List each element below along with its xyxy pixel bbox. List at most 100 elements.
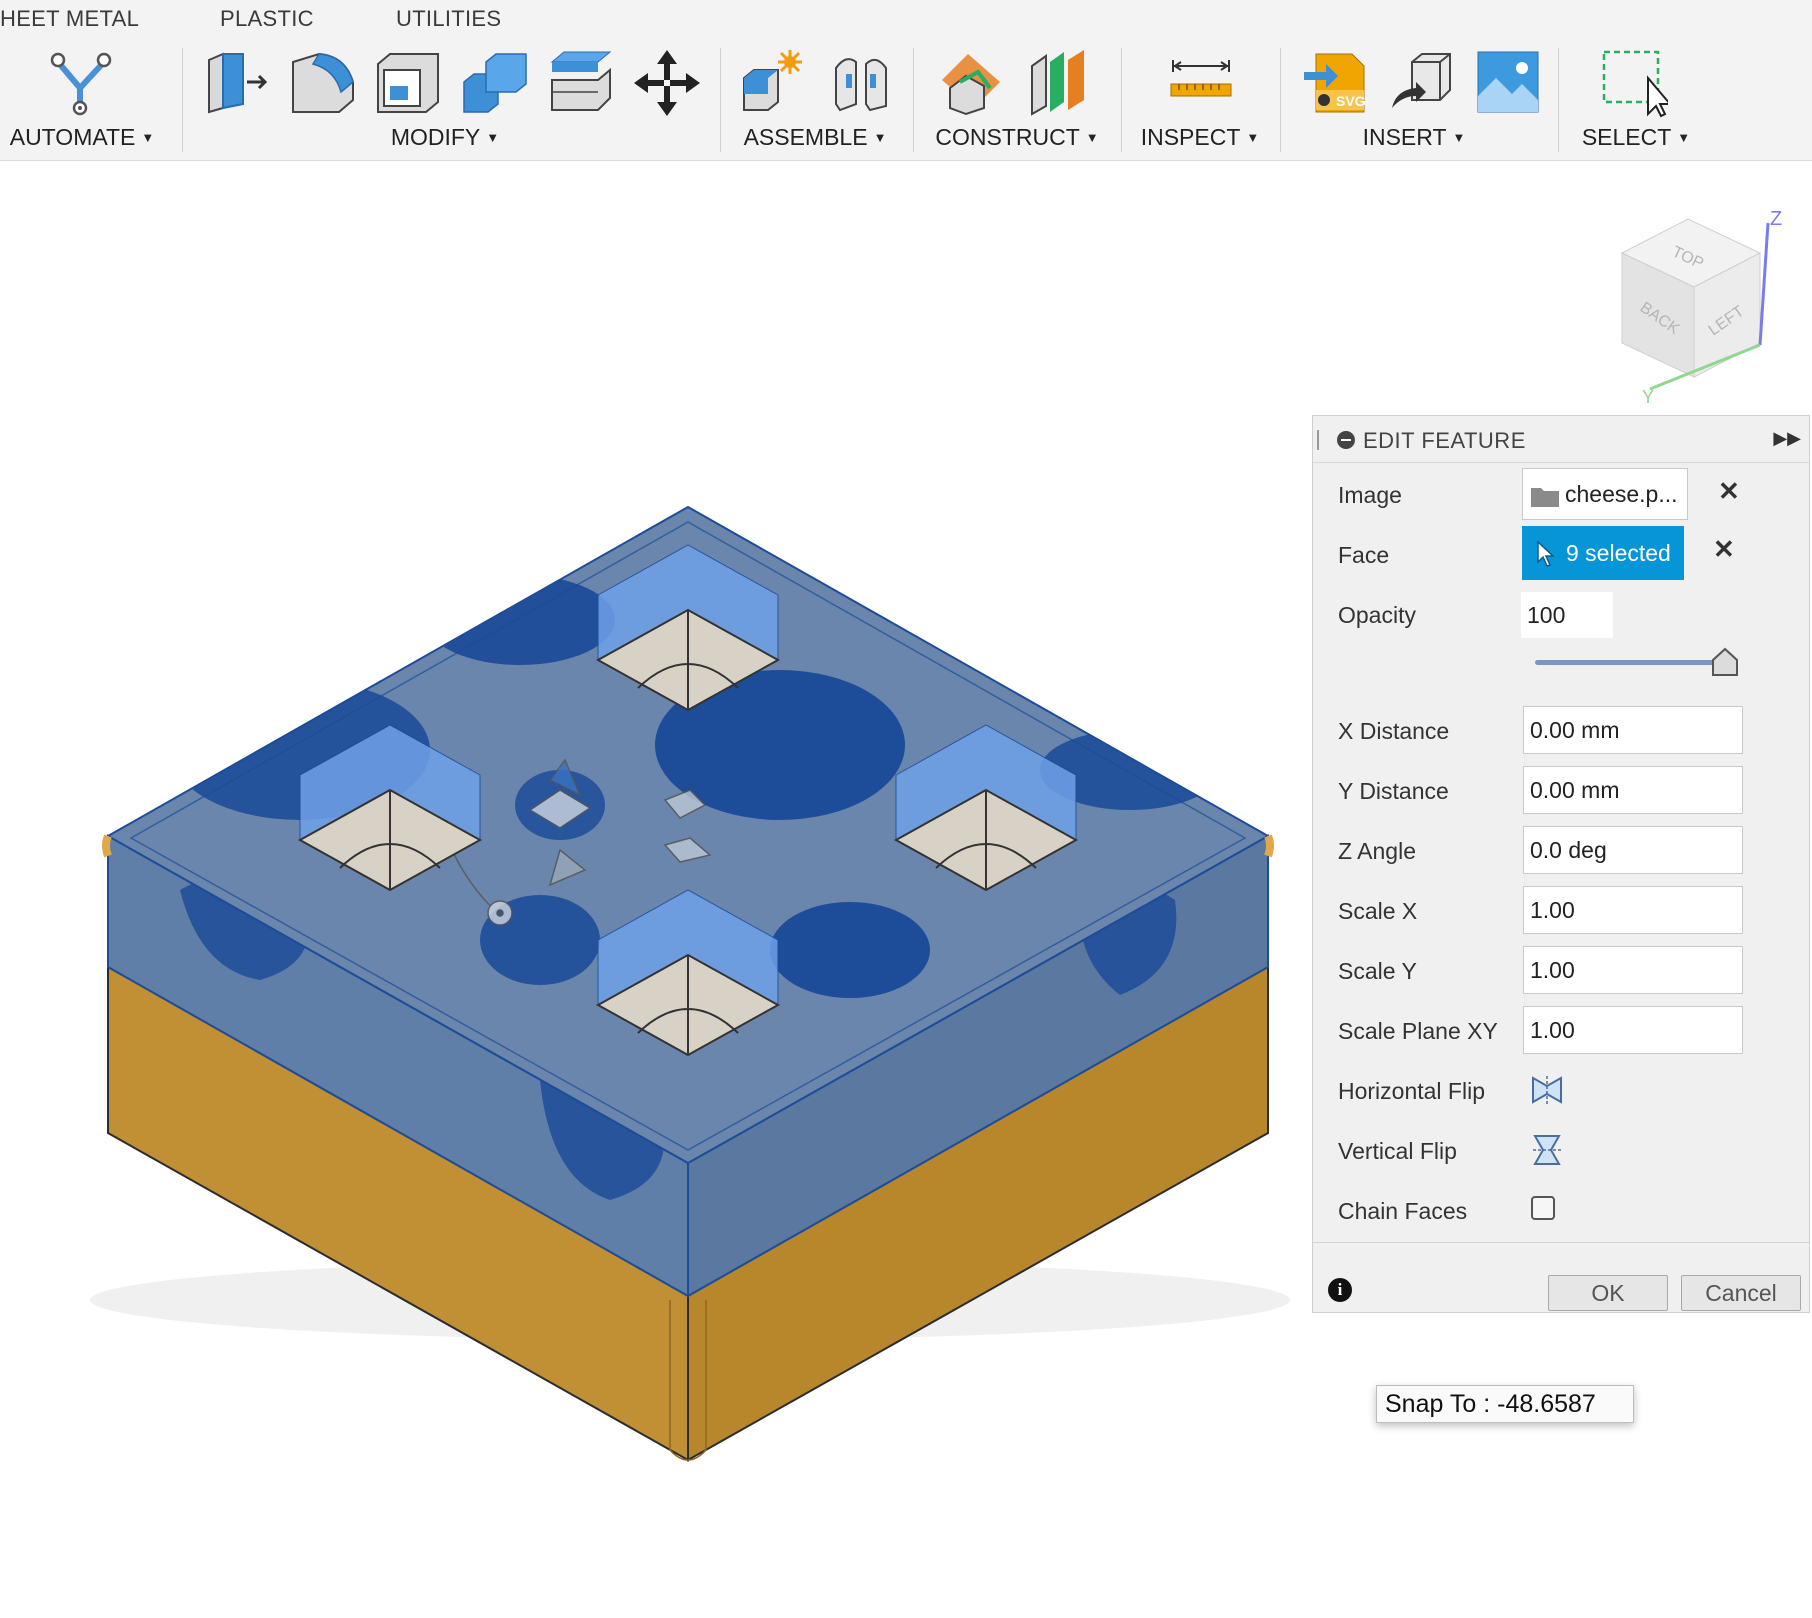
clear-face-icon[interactable]: ✕ xyxy=(1713,534,1735,564)
panel-header: EDIT FEATURE ▶▶ xyxy=(1313,416,1809,463)
cursor-arrow-icon xyxy=(1537,540,1555,567)
automate-label: AUTOMATE xyxy=(9,124,136,150)
fillet-icon[interactable] xyxy=(289,48,359,118)
group-divider xyxy=(1121,48,1122,152)
opacity-label: Opacity xyxy=(1338,602,1416,628)
group-divider xyxy=(913,48,914,152)
vertical-flip-icon[interactable] xyxy=(1530,1133,1564,1167)
construct-label: CONSTRUCT xyxy=(935,124,1080,150)
offset-face-icon[interactable] xyxy=(546,48,616,118)
midplane-icon[interactable] xyxy=(1024,48,1094,118)
insert-image-icon[interactable] xyxy=(1474,48,1544,118)
move-copy-icon[interactable] xyxy=(632,48,702,118)
inspect-menu[interactable]: INSPECT ▼ xyxy=(1141,124,1260,151)
y-distance-label: Y Distance xyxy=(1338,778,1449,804)
image-file-button[interactable]: cheese.p... xyxy=(1522,468,1688,520)
caret-down-icon: ▼ xyxy=(1452,130,1466,145)
assemble-label: ASSEMBLE xyxy=(743,124,868,150)
insert-label: INSERT xyxy=(1362,124,1447,150)
joint-icon[interactable] xyxy=(826,48,896,118)
group-divider xyxy=(1558,48,1559,152)
press-pull-icon[interactable] xyxy=(203,48,273,118)
caret-down-icon: ▼ xyxy=(873,130,887,145)
modify-menu[interactable]: MODIFY ▼ xyxy=(391,124,499,151)
y-distance-input[interactable] xyxy=(1523,766,1743,814)
construct-menu[interactable]: CONSTRUCT ▼ xyxy=(935,124,1098,151)
group-divider xyxy=(182,48,183,152)
window-select-icon[interactable] xyxy=(1598,48,1668,118)
scale-y-label: Scale Y xyxy=(1338,958,1417,984)
image-label: Image xyxy=(1338,482,1402,508)
ribbon-toolbar: HEET METAL PLASTIC UTILITIES AUTOMATE ▼ M… xyxy=(0,0,1812,161)
axis-z-label: Z xyxy=(1770,208,1782,230)
measure-icon[interactable] xyxy=(1167,48,1237,118)
combine-icon[interactable] xyxy=(460,48,530,118)
opacity-input[interactable] xyxy=(1521,592,1613,638)
panel-footer: i OK Cancel xyxy=(1313,1242,1809,1313)
clear-image-icon[interactable]: ✕ xyxy=(1718,476,1740,506)
image-file-name: cheese.p... xyxy=(1565,481,1678,507)
chain-faces-checkbox[interactable] xyxy=(1531,1196,1555,1220)
tab-utilities[interactable]: UTILITIES xyxy=(396,6,502,31)
bump-bottom xyxy=(595,889,781,1057)
face-selection-button[interactable]: 9 selected xyxy=(1522,526,1684,580)
edit-feature-panel: EDIT FEATURE ▶▶ Image cheese.p... ✕ Face… xyxy=(1312,415,1810,1313)
caret-down-icon: ▼ xyxy=(1246,130,1260,145)
select-menu[interactable]: SELECT ▼ xyxy=(1582,124,1690,151)
face-label: Face xyxy=(1338,542,1390,568)
opacity-slider-thumb[interactable] xyxy=(1710,646,1740,678)
group-divider xyxy=(720,48,721,152)
horizontal-flip-label: Horizontal Flip xyxy=(1338,1078,1485,1104)
bump-right xyxy=(893,724,1079,892)
caret-down-icon: ▼ xyxy=(141,130,155,145)
assemble-menu[interactable]: ASSEMBLE ▼ xyxy=(744,124,887,151)
z-angle-label: Z Angle xyxy=(1338,838,1416,864)
x-distance-label: X Distance xyxy=(1338,718,1450,744)
group-divider xyxy=(1280,48,1281,152)
vertical-flip-label: Vertical Flip xyxy=(1338,1138,1457,1164)
scale-x-label: Scale X xyxy=(1338,898,1418,924)
shell-icon[interactable] xyxy=(374,48,444,118)
chain-faces-label: Chain Faces xyxy=(1338,1198,1468,1224)
folder-icon xyxy=(1531,488,1559,507)
expand-panel-icon[interactable]: ▶▶ xyxy=(1773,428,1801,448)
svg-text:SVG: SVG xyxy=(1336,93,1366,109)
viewcube[interactable]: TOP BACK LEFT Z Y xyxy=(1600,205,1800,407)
horizontal-flip-icon[interactable] xyxy=(1530,1073,1564,1107)
scale-plane-xy-input[interactable] xyxy=(1523,1006,1743,1054)
ok-button[interactable]: OK xyxy=(1548,1275,1668,1311)
modify-label: MODIFY xyxy=(390,124,481,150)
caret-down-icon: ▼ xyxy=(1085,130,1099,145)
z-angle-input[interactable] xyxy=(1523,826,1743,874)
tab-sheet-metal[interactable]: HEET METAL xyxy=(0,6,140,31)
opacity-slider-track[interactable] xyxy=(1535,660,1725,665)
snap-to-tooltip: Snap To : -48.6587 xyxy=(1376,1385,1634,1423)
scale-y-input[interactable] xyxy=(1523,946,1743,994)
scale-x-input[interactable] xyxy=(1523,886,1743,934)
cad-model-body[interactable] xyxy=(0,161,1300,1501)
insert-mesh-icon[interactable] xyxy=(1388,48,1458,118)
scale-plane-xy-label: Scale Plane XY xyxy=(1338,1018,1498,1044)
bump-left xyxy=(297,724,483,892)
face-selected-count: 9 selected xyxy=(1566,540,1671,566)
drag-handle[interactable] xyxy=(1317,430,1319,450)
collapse-icon[interactable] xyxy=(1337,431,1355,449)
axis-y-label: Y xyxy=(1642,387,1654,405)
info-icon[interactable]: i xyxy=(1328,1278,1352,1302)
insert-menu[interactable]: INSERT ▼ xyxy=(1363,124,1466,151)
inspect-label: INSPECT xyxy=(1140,124,1241,150)
x-distance-input[interactable] xyxy=(1523,706,1743,754)
insert-svg-icon[interactable]: SVG xyxy=(1302,48,1372,118)
automate-branch-icon[interactable] xyxy=(46,48,116,118)
cancel-button[interactable]: Cancel xyxy=(1681,1275,1801,1311)
panel-title: EDIT FEATURE xyxy=(1363,428,1526,453)
offset-plane-icon[interactable] xyxy=(938,48,1008,118)
select-label: SELECT xyxy=(1581,124,1672,150)
new-component-icon[interactable] xyxy=(740,48,810,118)
move-manipulator[interactable] xyxy=(439,758,712,926)
bump-top xyxy=(595,544,781,712)
tab-plastic[interactable]: PLASTIC xyxy=(220,6,314,31)
automate-menu[interactable]: AUTOMATE ▼ xyxy=(10,124,155,151)
caret-down-icon: ▼ xyxy=(1677,130,1691,145)
caret-down-icon: ▼ xyxy=(486,130,500,145)
